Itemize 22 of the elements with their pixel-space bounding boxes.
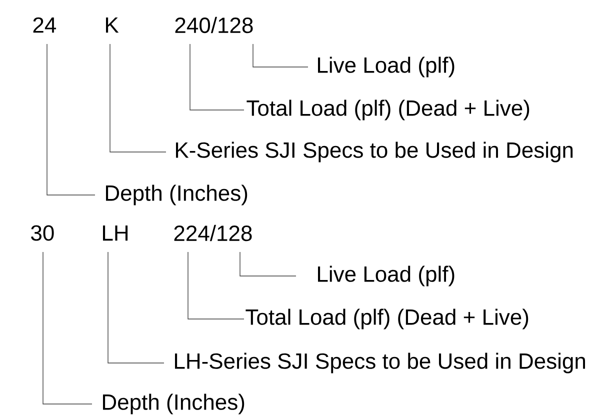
description-text: Live Load (plf)	[318, 56, 454, 78]
description-text: Total Load (plf) (Dead + Live)	[246, 308, 528, 330]
leader-line	[46, 44, 96, 196]
leader-line	[188, 252, 244, 320]
leader-line	[42, 252, 92, 404]
description-text: Depth (Inches)	[103, 394, 244, 414]
leader-line	[108, 252, 164, 364]
leader-line	[240, 252, 296, 276]
description-text: Total Load (plf) (Dead + Live)	[246, 100, 530, 120]
designation-text: 30	[31, 225, 54, 241]
designation-text: 24	[33, 17, 56, 33]
designation-text: LH	[103, 225, 128, 241]
description-text: Depth (Inches)	[106, 184, 248, 206]
designation-text: K	[106, 17, 119, 33]
leader-line	[110, 44, 166, 152]
description-text: Live Load (plf)	[318, 266, 454, 286]
designation-text: 224/128	[174, 224, 252, 242]
designation-text: 240/128	[175, 16, 253, 34]
description-text: LH-Series SJI Specs to be Used in Design	[175, 352, 585, 374]
description-text: K-Series SJI Specs to be Used in Design	[176, 142, 573, 162]
leader-line	[252, 44, 308, 68]
leader-line	[190, 44, 244, 110]
